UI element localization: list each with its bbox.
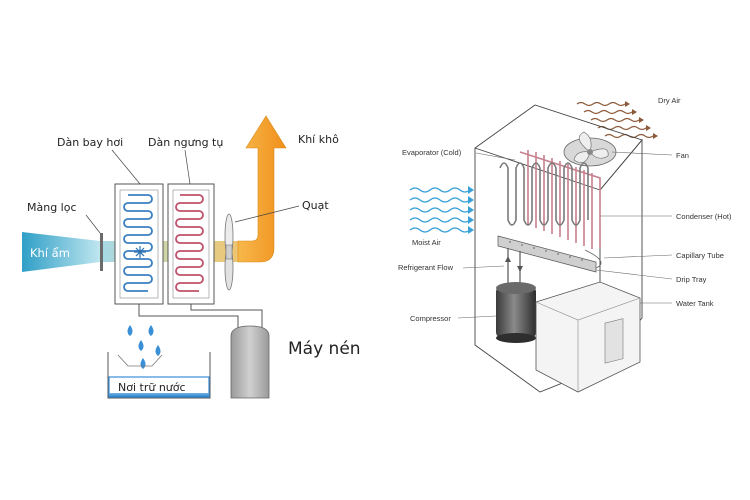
water-storage-label: Nơi trữ nước	[118, 381, 186, 394]
evaporator-label: Dàn bay hơi	[57, 136, 123, 149]
compressor-body	[230, 325, 270, 399]
dry-air-label: Khí khô	[298, 133, 339, 146]
right-fan-label: Fan	[676, 151, 689, 160]
fan-icon	[224, 213, 234, 291]
snowflake-icon	[134, 246, 146, 258]
right-compressor-label: Compressor	[410, 314, 451, 323]
refrigerant-pipe-2	[190, 304, 263, 330]
right-condenser-label: Condenser (Hot)	[676, 212, 732, 221]
moist-air-waves	[409, 187, 471, 233]
condenser-box	[167, 183, 215, 305]
moist-air-funnel	[22, 232, 100, 272]
evaporator-coil	[123, 194, 153, 292]
filter-membrane	[100, 233, 103, 271]
right-dry-air-label: Dry Air	[658, 96, 681, 105]
fan-label: Quạt	[302, 199, 329, 212]
condenser-coil	[175, 194, 204, 292]
compressor-label: Máy nén	[288, 339, 361, 359]
dry-air-arrow	[237, 115, 287, 263]
left-diagram: Khí ẩm Máy nén	[22, 115, 361, 399]
right-moist-air-label: Moist Air	[412, 238, 441, 247]
right-compressor	[496, 282, 536, 343]
right-capillary-tube-label: Capillary Tube	[676, 251, 724, 260]
water-droplets	[127, 325, 161, 369]
right-water-tank-label: Water Tank	[676, 299, 714, 308]
right-evaporator-label: Evaporator (Cold)	[402, 148, 462, 157]
moist-air-label: Khí ẩm	[30, 246, 70, 260]
right-drip-tray-label: Drip Tray	[676, 275, 707, 284]
capillary-tube	[584, 249, 602, 269]
right-refrigerant-flow-label: Refrigerant Flow	[398, 263, 454, 272]
refrigerant-pipe-1	[138, 304, 239, 330]
water-tray	[107, 352, 211, 399]
right-condenser-coil	[519, 150, 601, 249]
right-diagram: Dry Air Evaporator (Cold) Fan Condenser …	[398, 96, 732, 393]
right-fan-icon	[563, 131, 617, 167]
right-evaporator-coil	[499, 162, 589, 226]
water-tank	[535, 281, 641, 393]
evaporator-box	[114, 183, 164, 305]
filter-label: Màng lọc	[27, 201, 77, 214]
drip-tray	[497, 235, 597, 273]
condenser-label: Dàn ngưng tụ	[148, 136, 223, 149]
